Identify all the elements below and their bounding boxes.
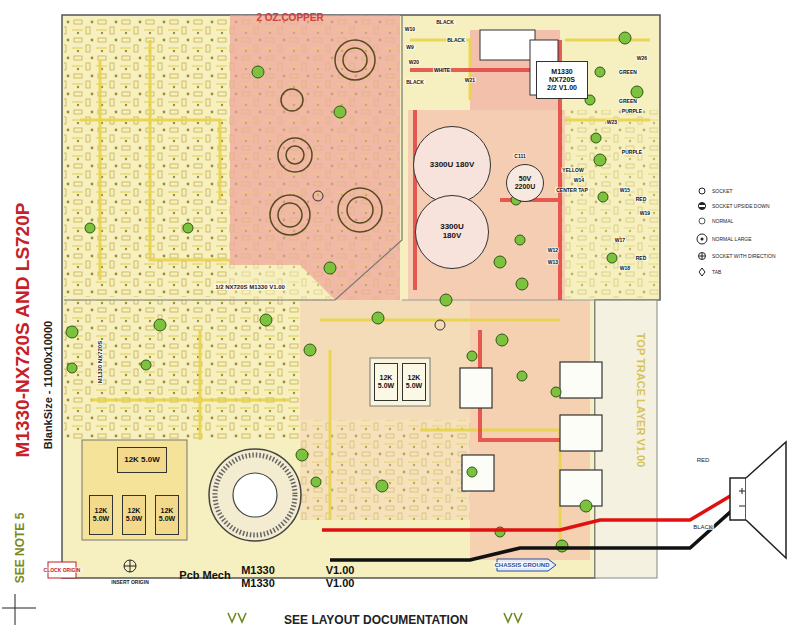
legend-row: SOCKET UPSIDE DOWN — [695, 200, 770, 212]
component-value: 12K 5.0W — [125, 507, 143, 522]
power-resistor: 12K 5.0W — [117, 447, 167, 473]
legend-symbol-part — [699, 268, 705, 276]
legend-row: SOCKET — [695, 185, 733, 197]
legend-symbol-part — [699, 218, 705, 224]
wire-number: W23 — [606, 120, 618, 125]
legend-symbol — [695, 215, 709, 227]
component-value: 3300U 180V — [430, 223, 474, 241]
legend-text: SOCKET — [712, 188, 733, 194]
legend-symbol-part — [699, 203, 706, 210]
power-resistor: 12K 5.0W — [402, 363, 426, 401]
wire-color: WHITE — [433, 68, 451, 73]
legend-symbol-part — [699, 253, 705, 259]
wire-number: W14 — [573, 178, 585, 183]
wire-number: W18 — [619, 266, 631, 271]
wire-color: BLACK — [435, 20, 455, 25]
power-resistor: 12K 5.0W — [122, 495, 146, 535]
component-value: M1330 — [551, 68, 572, 76]
legend-text: TAB — [712, 269, 721, 275]
board-marking: M1330 NX720S — [97, 340, 103, 384]
origin-marker: CLOCK ORIGIN — [43, 568, 82, 573]
board-name: M1330 — [241, 578, 275, 589]
legend-symbol-part — [697, 234, 707, 244]
board-label-box: M1330NX720S2/2 V1.00 — [536, 61, 588, 99]
wire-number: W10 — [404, 27, 416, 32]
legend-symbol-part — [699, 253, 706, 260]
board-title: M1330-NX720S AND LS720P — [13, 203, 32, 458]
wire-color: GREEN — [618, 99, 638, 104]
electrolytic-capacitor: 3300U 180V — [415, 195, 489, 269]
wire-color: BLACK — [446, 38, 466, 43]
legend-symbol-part — [699, 205, 705, 207]
version: V1.00 — [326, 578, 355, 589]
wire-color: RED — [696, 457, 711, 463]
legend-symbol — [695, 233, 709, 245]
component-value: 12K 5.0W — [158, 507, 176, 522]
wire-number: W15 — [619, 188, 631, 193]
wire-number: W13 — [547, 260, 559, 265]
documentation-note: SEE LAYOUT DOCUMENTATION — [284, 614, 468, 626]
blank-size: BlankSize - 11000x10000 — [43, 321, 54, 449]
callout-number: C111 — [513, 154, 526, 159]
wire-color: GREEN — [618, 70, 638, 75]
legend-symbol — [695, 185, 709, 197]
component-value: 50V 2200U — [514, 175, 537, 190]
legend-text: NORMAL LARGE — [712, 236, 752, 242]
electrolytic-capacitor: 50V 2200U — [506, 164, 544, 202]
board-name: M1330 — [241, 565, 275, 576]
wire-color: PURPLE — [621, 109, 643, 114]
wire-number: W26 — [636, 56, 648, 61]
component-value: NX720S — [549, 76, 575, 84]
wire-color: BLACK — [692, 524, 714, 530]
component-value: 12K 5.0W — [377, 374, 395, 389]
wire-color: PURPLE — [621, 150, 643, 155]
component-value: 12K 5.0W — [124, 456, 160, 465]
layer-name: TOP TRACE LAYER V1.00 — [635, 333, 646, 467]
wire-number: W12 — [547, 248, 559, 253]
wire-number: W9 — [405, 45, 415, 50]
power-resistor: 12K 5.0W — [89, 495, 113, 535]
wire-color: RED — [635, 197, 648, 202]
legend-symbol-part — [701, 238, 704, 241]
wire-color: CENTER TAP — [555, 188, 589, 193]
legend-symbol-part — [699, 188, 705, 194]
legend-symbol — [695, 250, 709, 262]
legend-text: NORMAL — [712, 218, 733, 224]
note-reference: SEE NOTE 5 — [14, 513, 26, 584]
component-value: 2/2 V1.00 — [547, 84, 577, 92]
wire-number: W21 — [464, 78, 476, 83]
version: V1.00 — [326, 565, 355, 576]
legend-symbol — [695, 200, 709, 212]
wire-number: W19 — [639, 211, 651, 216]
wire-number: W20 — [408, 60, 420, 65]
mech-label: Pcb Mech — [179, 570, 230, 581]
origin-marker: INSERT ORIGIN — [110, 580, 150, 585]
wire-color: BLACK — [405, 80, 425, 85]
board-marking: 1/2 NX720S M1330 V1.00 — [214, 284, 286, 290]
power-resistor: 12K 5.0W — [155, 495, 179, 535]
wire-color: YELLOW — [561, 168, 584, 173]
legend-text: SOCKET WITH DIRECTION — [712, 253, 776, 259]
legend-text: SOCKET UPSIDE DOWN — [712, 203, 770, 209]
legend-row: TAB — [695, 266, 721, 278]
component-value: 12K 5.0W — [405, 374, 423, 389]
power-resistor: 12K 5.0W — [374, 363, 398, 401]
electrolytic-capacitor: 3300U 180V — [413, 126, 491, 204]
legend-row: NORMAL LARGE — [695, 233, 752, 245]
wire-color: RED — [635, 256, 648, 261]
legend-symbol — [695, 266, 709, 278]
copper-weight: 2 OZ.COPPER — [256, 13, 323, 23]
legend-row: SOCKET WITH DIRECTION — [695, 250, 776, 262]
wire-number: W17 — [614, 238, 626, 243]
component-value: 12K 5.0W — [92, 507, 110, 522]
component-value: 3300U 180V — [430, 161, 474, 170]
ground-label: CHASSIS GROUND — [493, 562, 550, 568]
legend-row: NORMAL — [695, 215, 733, 227]
